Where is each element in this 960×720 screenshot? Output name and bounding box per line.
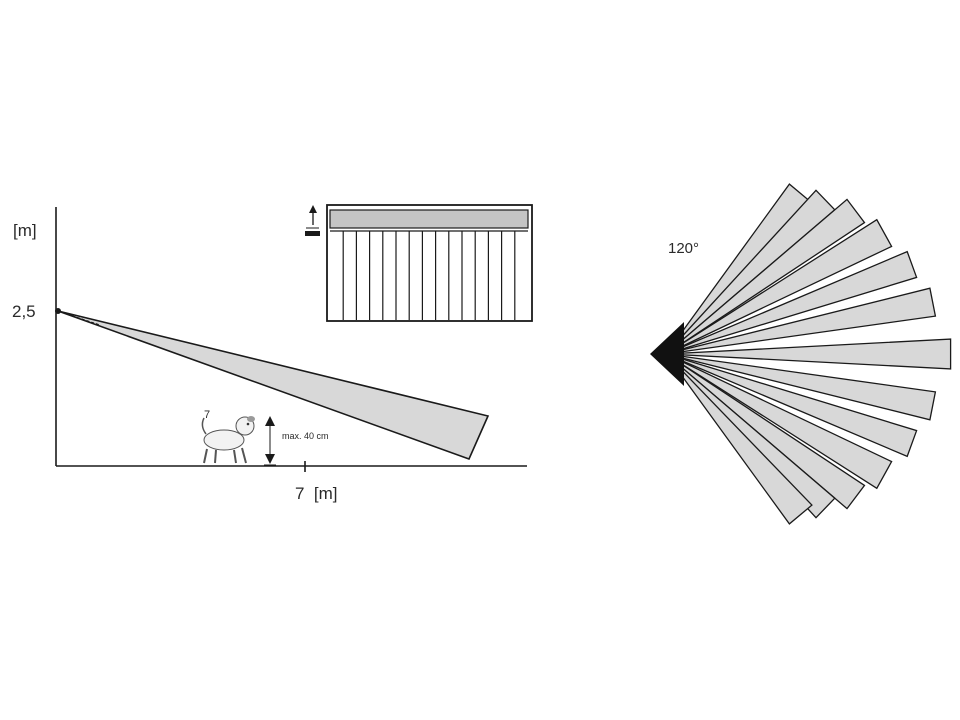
detector-apex	[650, 322, 684, 386]
detection-beam-zone	[665, 250, 918, 355]
side-view: [m] 2,5 7 [m] 7 max. 40 cm	[12, 204, 533, 503]
x-tick-label: 7 [m]	[295, 484, 338, 503]
beam-origin-dash	[57, 310, 101, 326]
mount-height-label: 2,5	[12, 302, 36, 321]
pet-height-label: max. 40 cm	[282, 431, 329, 441]
detection-beam-zone	[665, 338, 952, 370]
y-axis-unit-label: [m]	[13, 221, 37, 240]
top-view: 120°	[650, 183, 952, 525]
detection-beam-zone	[665, 353, 937, 421]
pet-marker-digit: 7	[204, 409, 210, 421]
up-arrow-icon	[305, 205, 320, 236]
coverage-angle-label: 120°	[668, 240, 699, 257]
curtain-lens-inset	[326, 204, 533, 322]
detection-beam-zone	[665, 353, 893, 490]
detection-beam-zone	[665, 353, 813, 525]
top-view-detection-fan	[665, 183, 952, 525]
detection-beam-zone	[665, 198, 866, 355]
pet-height-arrow	[264, 416, 276, 466]
detection-beam-zone	[665, 218, 893, 355]
dog-icon	[201, 416, 255, 464]
detection-beam-zone	[665, 353, 918, 458]
side-detection-beam	[57, 310, 490, 461]
detection-beam-zone	[665, 287, 937, 355]
